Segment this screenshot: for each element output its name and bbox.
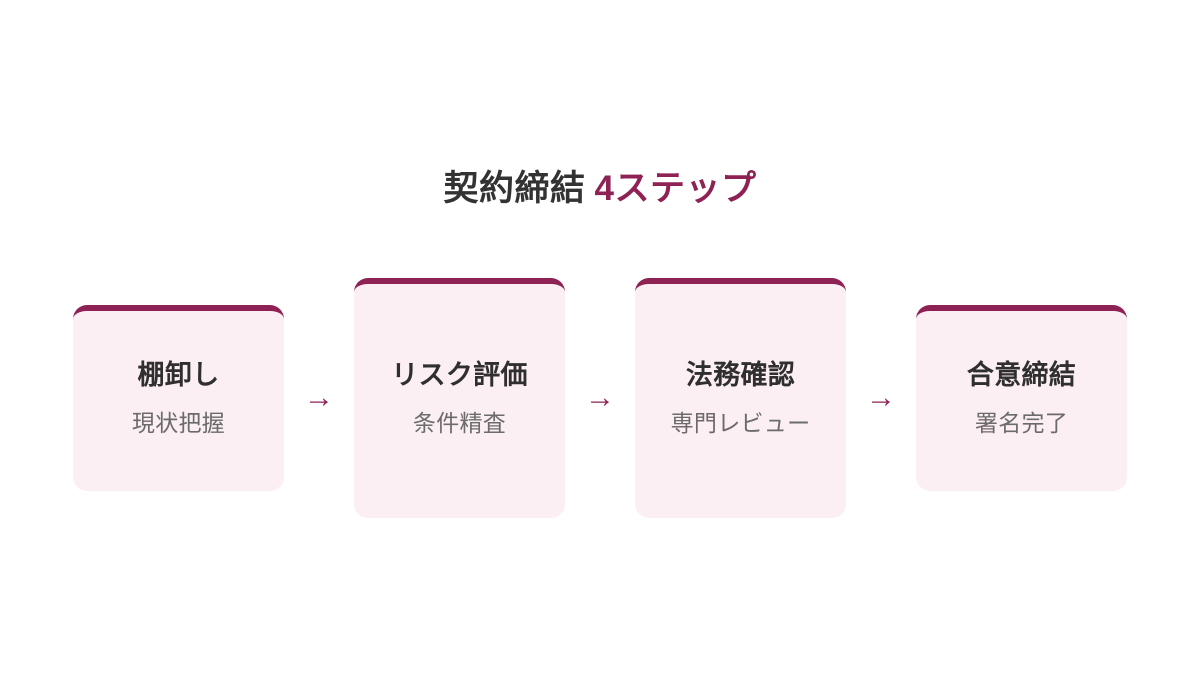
- step-card-4[interactable]: 合意締結 署名完了: [916, 304, 1127, 491]
- step-title: リスク評価: [391, 360, 528, 391]
- step-subtitle: 署名完了: [974, 409, 1069, 436]
- step-subtitle: 専門レビュー: [670, 409, 811, 436]
- step-title: 法務確認: [685, 360, 796, 391]
- step-title: 棚卸し: [137, 360, 220, 391]
- step-card-1[interactable]: 棚卸し 現状把握: [73, 304, 284, 491]
- title-accent: 4ステップ: [594, 169, 757, 208]
- step-card-2[interactable]: リスク評価 条件精査: [354, 277, 565, 518]
- step-subtitle: 条件精査: [412, 409, 507, 436]
- step-title: 合意締結: [966, 360, 1077, 391]
- arrow-icon-1: →: [304, 380, 334, 414]
- arrow-icon-2: →: [585, 380, 615, 414]
- arrow-icon-3: →: [866, 380, 896, 414]
- step-subtitle: 現状把握: [131, 409, 226, 436]
- steps-container: 棚卸し 現状把握 → リスク評価 条件精査 → 法務確認 専門レビュー → 合意…: [73, 277, 1127, 518]
- title-main: 契約締結: [443, 169, 586, 208]
- step-card-3[interactable]: 法務確認 専門レビュー: [635, 277, 846, 518]
